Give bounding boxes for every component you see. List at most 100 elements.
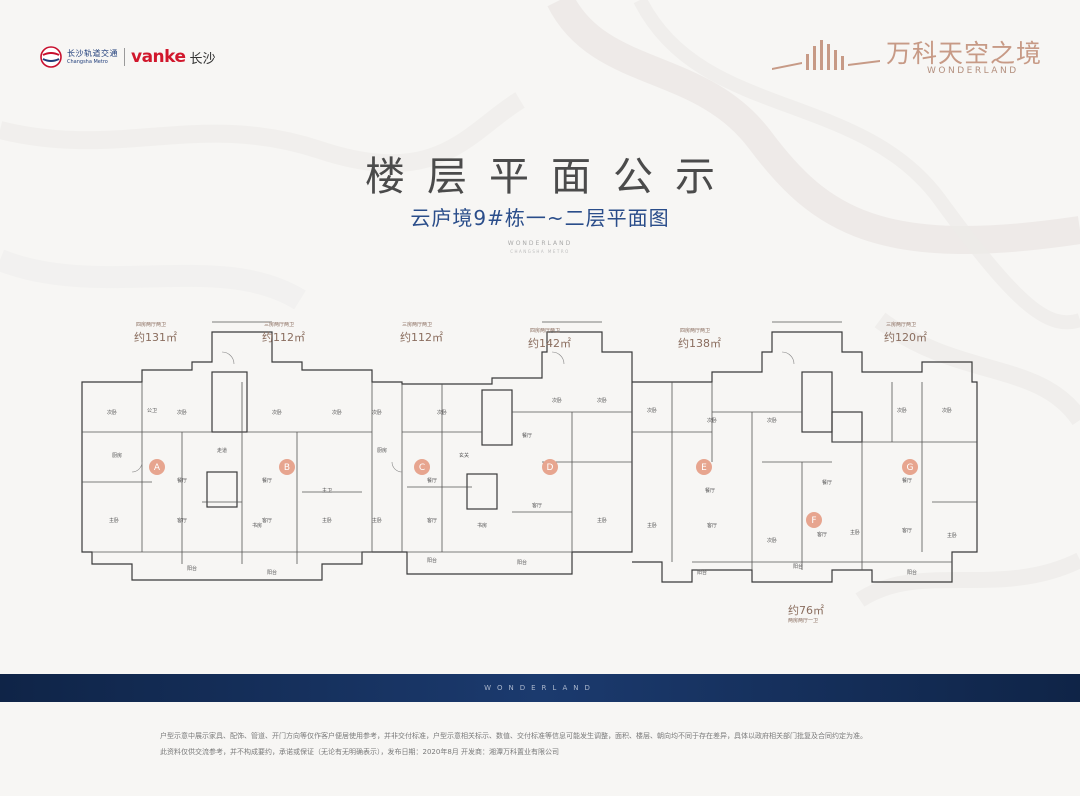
- unit-marker-g: [902, 459, 918, 475]
- unit-letter-d: D: [547, 463, 554, 473]
- page-title: 楼层平面公示: [365, 154, 737, 200]
- room-label: 客厅: [262, 517, 272, 524]
- room-label: 次卧: [597, 397, 607, 404]
- unit-marker-b: [279, 459, 295, 475]
- room-label: 餐厅: [522, 432, 532, 439]
- room-label: 餐厅: [822, 479, 832, 486]
- unit-letter-e: E: [701, 463, 707, 473]
- room-label: 主卧: [597, 517, 607, 524]
- room-label: 次卧: [897, 407, 907, 414]
- room-label: 书房: [252, 522, 262, 529]
- unit-area-c: 约112㎡: [400, 331, 443, 344]
- unit-area-g: 约120㎡: [884, 331, 927, 344]
- metro-name-cn: 长沙轨道交通: [67, 48, 118, 58]
- metro-name-en: Changsha Metro: [67, 58, 108, 65]
- watermark-text: WONDERLAND: [507, 240, 573, 247]
- project-logo: 万科天空之境 WONDERLAND: [772, 32, 1052, 80]
- unit-marker-e: [696, 459, 712, 475]
- footer-band-text: WONDERLAND: [484, 684, 596, 692]
- room-label: 阳台: [697, 569, 707, 576]
- room-label: 客厅: [817, 531, 827, 538]
- room-label: 次卧: [107, 409, 117, 416]
- unit-marker-c: [414, 459, 430, 475]
- room-label: 阳台: [267, 569, 277, 576]
- unit-type-c: 三房两厅两卫: [402, 321, 432, 328]
- room-label: 主卧: [372, 517, 382, 524]
- room-label: 阳台: [517, 559, 527, 566]
- brand-left: 长沙轨道交通 Changsha Metro vanke 长沙: [40, 44, 216, 70]
- stripes-logo-icon: [772, 40, 880, 70]
- room-label: 客厅: [707, 522, 717, 529]
- floor-plan: A B C D E F G 四房两厅两卫 三房两厅两卫 三房两厅两卫 四房两厅两…: [81, 321, 978, 624]
- room-label: 阳台: [793, 563, 803, 570]
- project-name: 万科天空之境: [886, 39, 1043, 68]
- room-label: 餐厅: [177, 477, 187, 484]
- room-label: 次卧: [177, 409, 187, 416]
- room-label: 餐厅: [902, 477, 912, 484]
- unit-letter-f: F: [811, 516, 816, 526]
- project-name-en: WONDERLAND: [927, 66, 1019, 76]
- room-label: 阳台: [187, 565, 197, 572]
- unit-marker-a: [149, 459, 165, 475]
- room-label: 客厅: [902, 527, 912, 534]
- room-label: 次卧: [552, 397, 562, 404]
- unit-type-d: 四房两厅两卫: [530, 327, 560, 334]
- room-label: 厨房: [112, 452, 122, 459]
- page-subtitle: 云庐境9#栋一~二层平面图: [410, 206, 670, 230]
- unit-area-d: 约142㎡: [528, 337, 571, 350]
- unit-type-g: 三房两厅两卫: [886, 321, 916, 328]
- room-label: 阳台: [907, 569, 917, 576]
- room-label: 主卧: [647, 522, 657, 529]
- room-label: 次卧: [372, 409, 382, 416]
- room-label: 书房: [477, 522, 487, 529]
- room-label: 次卧: [707, 417, 717, 424]
- unit-type-a: 四房两厅两卫: [136, 321, 166, 328]
- brand-divider: [124, 48, 125, 66]
- room-label: 主卧: [850, 529, 860, 536]
- room-label: 次卧: [272, 409, 282, 416]
- unit-type-b: 三房两厅两卫: [264, 321, 294, 328]
- unit-area-a: 约131㎡: [134, 331, 177, 344]
- unit-letter-b: B: [284, 463, 290, 473]
- room-label: 走道: [217, 447, 227, 454]
- room-label: 厨房: [377, 447, 387, 454]
- vanke-city: 长沙: [189, 51, 216, 67]
- room-label: 主卧: [947, 532, 957, 539]
- unit-markers: [149, 459, 918, 528]
- room-label: 阳台: [427, 557, 437, 564]
- unit-area-b: 约112㎡: [262, 331, 305, 344]
- unit-marker-f: [806, 512, 822, 528]
- disclaimer-line-2: 此资料仅供交流参考，并不构成要约，承诺或保证（无论有无明确表示），发布日期：20…: [160, 748, 559, 756]
- disclaimer: 户型示意中展示家具、配饰、管道、开门方向等仅作客户便居使用参考，并非交付标准，户…: [160, 728, 867, 760]
- room-label: 客厅: [532, 502, 542, 509]
- room-label: 玄关: [459, 452, 469, 459]
- metro-logo-icon: [40, 46, 62, 68]
- room-label: 客厅: [427, 517, 437, 524]
- unit-letter-a: A: [154, 463, 161, 473]
- vanke-logo: vanke: [131, 47, 186, 67]
- room-label: 公卫: [147, 408, 157, 414]
- unit-type-f: 两房两厅一卫: [788, 617, 818, 624]
- room-label: 次卧: [332, 409, 342, 416]
- marble-background: [547, 0, 1080, 254]
- room-label: 餐厅: [262, 477, 272, 484]
- room-label: 餐厅: [705, 487, 715, 494]
- room-label: 主卧: [322, 517, 332, 524]
- room-label: 客厅: [177, 517, 187, 524]
- watermark-subtext: CHANGSHA METRO: [510, 249, 570, 254]
- unit-letter-g: G: [907, 463, 914, 473]
- room-label: 次卧: [767, 537, 777, 544]
- room-label: 次卧: [437, 409, 447, 416]
- room-label: 餐厅: [427, 477, 437, 484]
- footer-band: WONDERLAND: [0, 674, 1080, 702]
- unit-type-e: 四房两厅两卫: [680, 327, 710, 334]
- unit-marker-d: [542, 459, 558, 475]
- room-label: 次卧: [647, 407, 657, 414]
- unit-letter-c: C: [419, 463, 425, 473]
- room-label: 主卧: [109, 517, 119, 524]
- room-label: 次卧: [942, 407, 952, 414]
- room-label: 次卧: [767, 417, 777, 424]
- unit-area-f: 约76㎡: [788, 604, 824, 617]
- disclaimer-line-1: 户型示意中展示家具、配饰、管道、开门方向等仅作客户便居使用参考，并非交付标准，户…: [160, 732, 867, 740]
- unit-area-e: 约138㎡: [678, 337, 721, 350]
